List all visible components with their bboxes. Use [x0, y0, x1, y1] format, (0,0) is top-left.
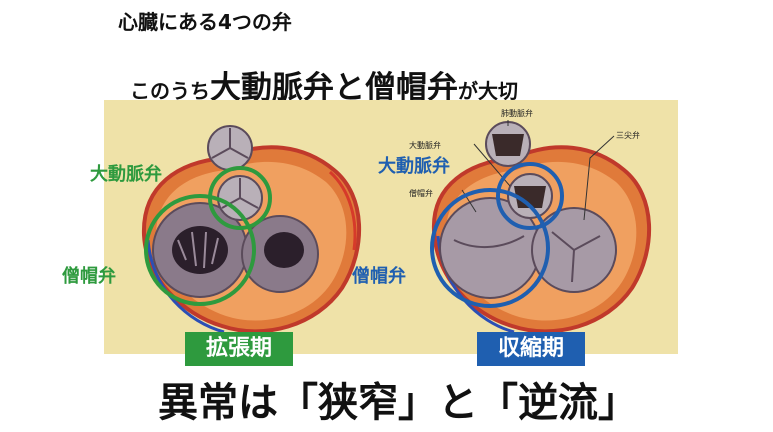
- heart-valve-drawing: [141, 120, 651, 334]
- diastole-badge: 拡張期: [185, 332, 293, 366]
- page-title: 心臓にある4つの弁: [118, 10, 292, 34]
- subtitle-part-4: 大切: [478, 79, 518, 103]
- label-mitral-valve-small: 僧帽弁: [409, 189, 433, 198]
- systole-heart: [430, 120, 651, 334]
- systole-badge: 収縮期: [477, 332, 585, 366]
- heart-valve-illustration: 肺動脈弁 大動脈弁 僧帽弁 三尖弁: [104, 100, 678, 354]
- label-aortic-valve-systole: 大動脈弁: [378, 156, 450, 177]
- subtitle-part-1: このうち: [130, 79, 210, 103]
- conclusion-text: 異常は「狭窄」と「逆流」: [158, 380, 638, 426]
- label-pulmonary-valve-small: 肺動脈弁: [501, 109, 533, 118]
- label-aortic-valve-small: 大動脈弁: [409, 141, 441, 150]
- label-mitral-valve-systole: 僧帽弁: [352, 266, 406, 287]
- diastole-heart: [141, 125, 361, 334]
- label-tricuspid-valve-small: 三尖弁: [616, 131, 640, 140]
- label-aortic-valve-diastole: 大動脈弁: [90, 164, 162, 185]
- label-mitral-valve-diastole: 僧帽弁: [62, 266, 116, 287]
- subtitle-part-3: が: [458, 79, 478, 103]
